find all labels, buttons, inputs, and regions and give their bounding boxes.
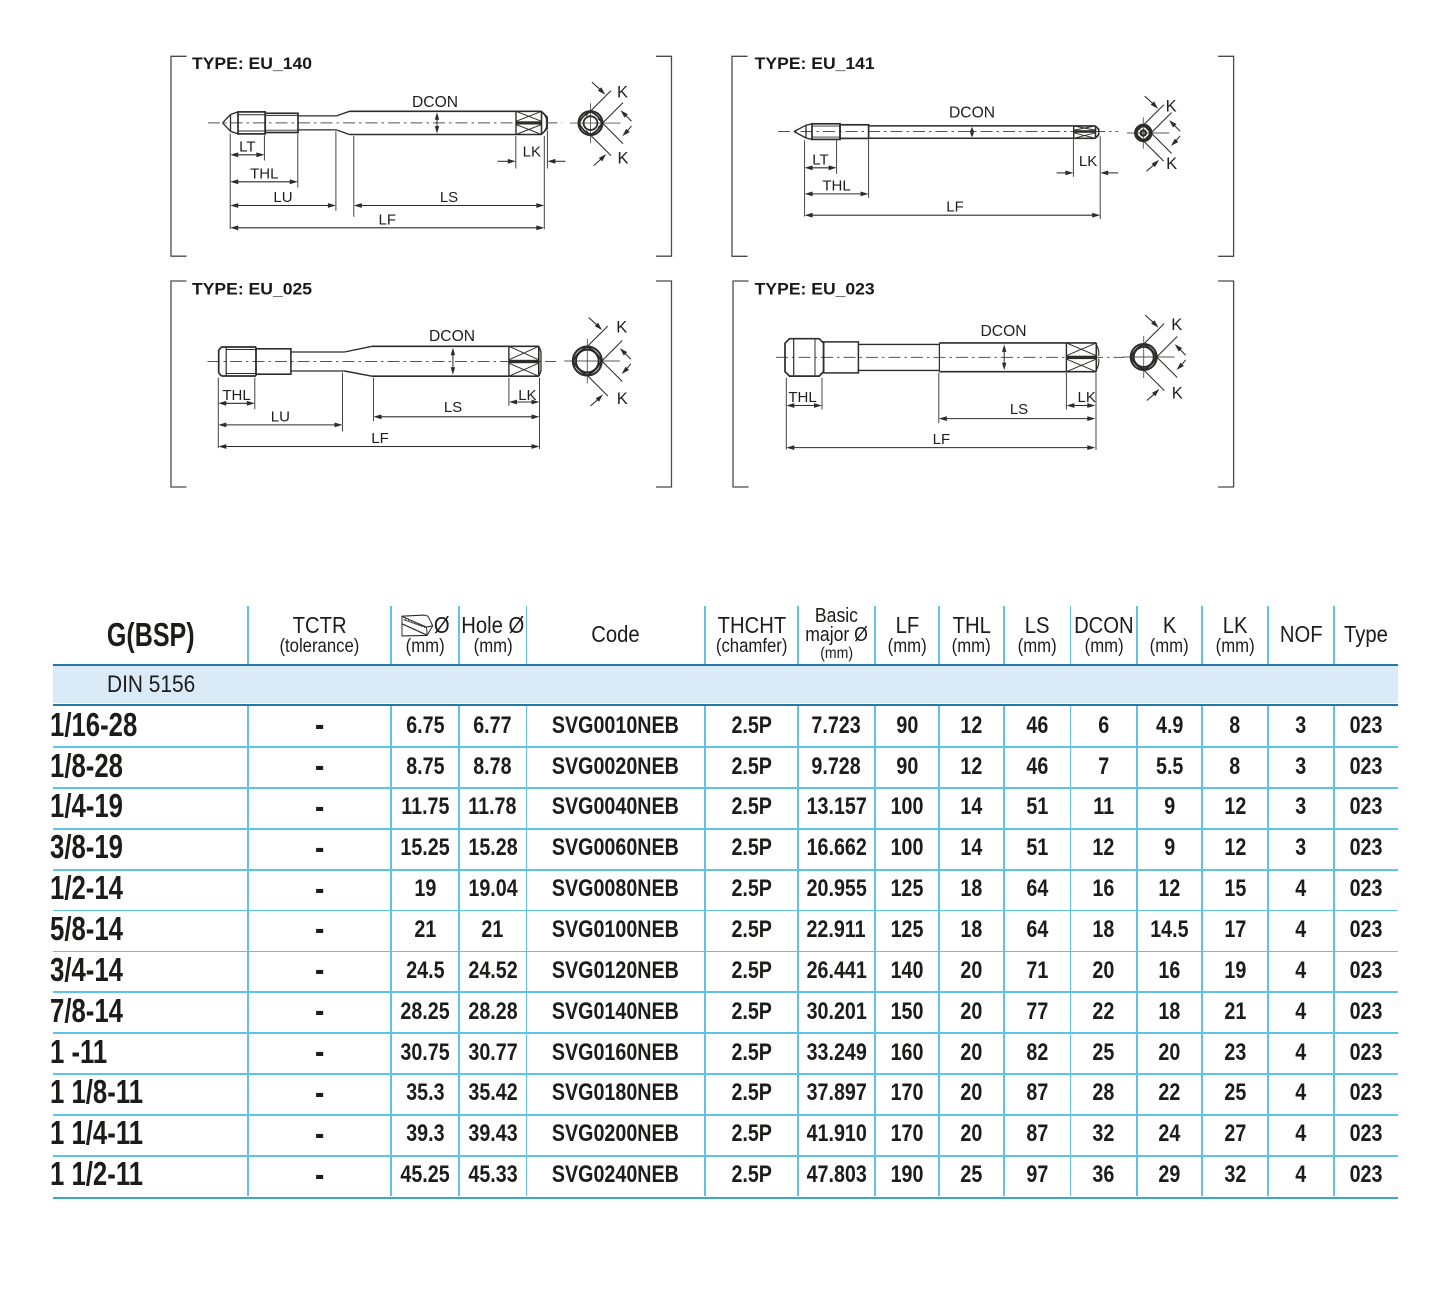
svg-text:LF: LF [933, 431, 951, 448]
svg-text:LU: LU [271, 408, 290, 425]
svg-text:LK: LK [523, 144, 541, 161]
svg-text:THL: THL [250, 165, 278, 182]
svg-text:K: K [1172, 384, 1183, 402]
svg-text:DCON: DCON [981, 323, 1027, 340]
svg-text:K: K [1166, 97, 1177, 115]
svg-text:TYPE: EU_140: TYPE: EU_140 [192, 54, 312, 73]
svg-text:K: K [618, 150, 629, 168]
svg-text:LU: LU [273, 189, 292, 206]
svg-text:LF: LF [946, 199, 964, 216]
svg-text:K: K [617, 83, 628, 101]
svg-text:LS: LS [444, 399, 462, 416]
svg-text:THL: THL [822, 177, 850, 194]
svg-text:LK: LK [1078, 389, 1096, 406]
svg-text:THL: THL [222, 387, 250, 404]
svg-text:K: K [617, 390, 628, 408]
svg-text:THL: THL [788, 389, 816, 406]
svg-text:LS: LS [1010, 401, 1028, 418]
svg-text:LF: LF [379, 211, 397, 228]
svg-text:TYPE: EU_023: TYPE: EU_023 [755, 280, 875, 299]
svg-text:LT: LT [239, 138, 255, 155]
svg-text:LK: LK [1079, 153, 1097, 170]
svg-text:LK: LK [518, 387, 536, 404]
svg-text:TYPE: EU_025: TYPE: EU_025 [192, 280, 312, 299]
svg-text:LF: LF [371, 430, 389, 447]
svg-text:K: K [1171, 316, 1182, 334]
svg-text:K: K [1166, 155, 1177, 173]
svg-text:DCON: DCON [949, 105, 995, 122]
svg-text:LT: LT [812, 151, 828, 168]
svg-text:K: K [616, 319, 627, 337]
svg-text:TYPE: EU_141: TYPE: EU_141 [755, 54, 875, 73]
svg-text:DCON: DCON [429, 328, 475, 345]
svg-text:LS: LS [440, 189, 458, 206]
svg-text:DCON: DCON [412, 94, 458, 111]
